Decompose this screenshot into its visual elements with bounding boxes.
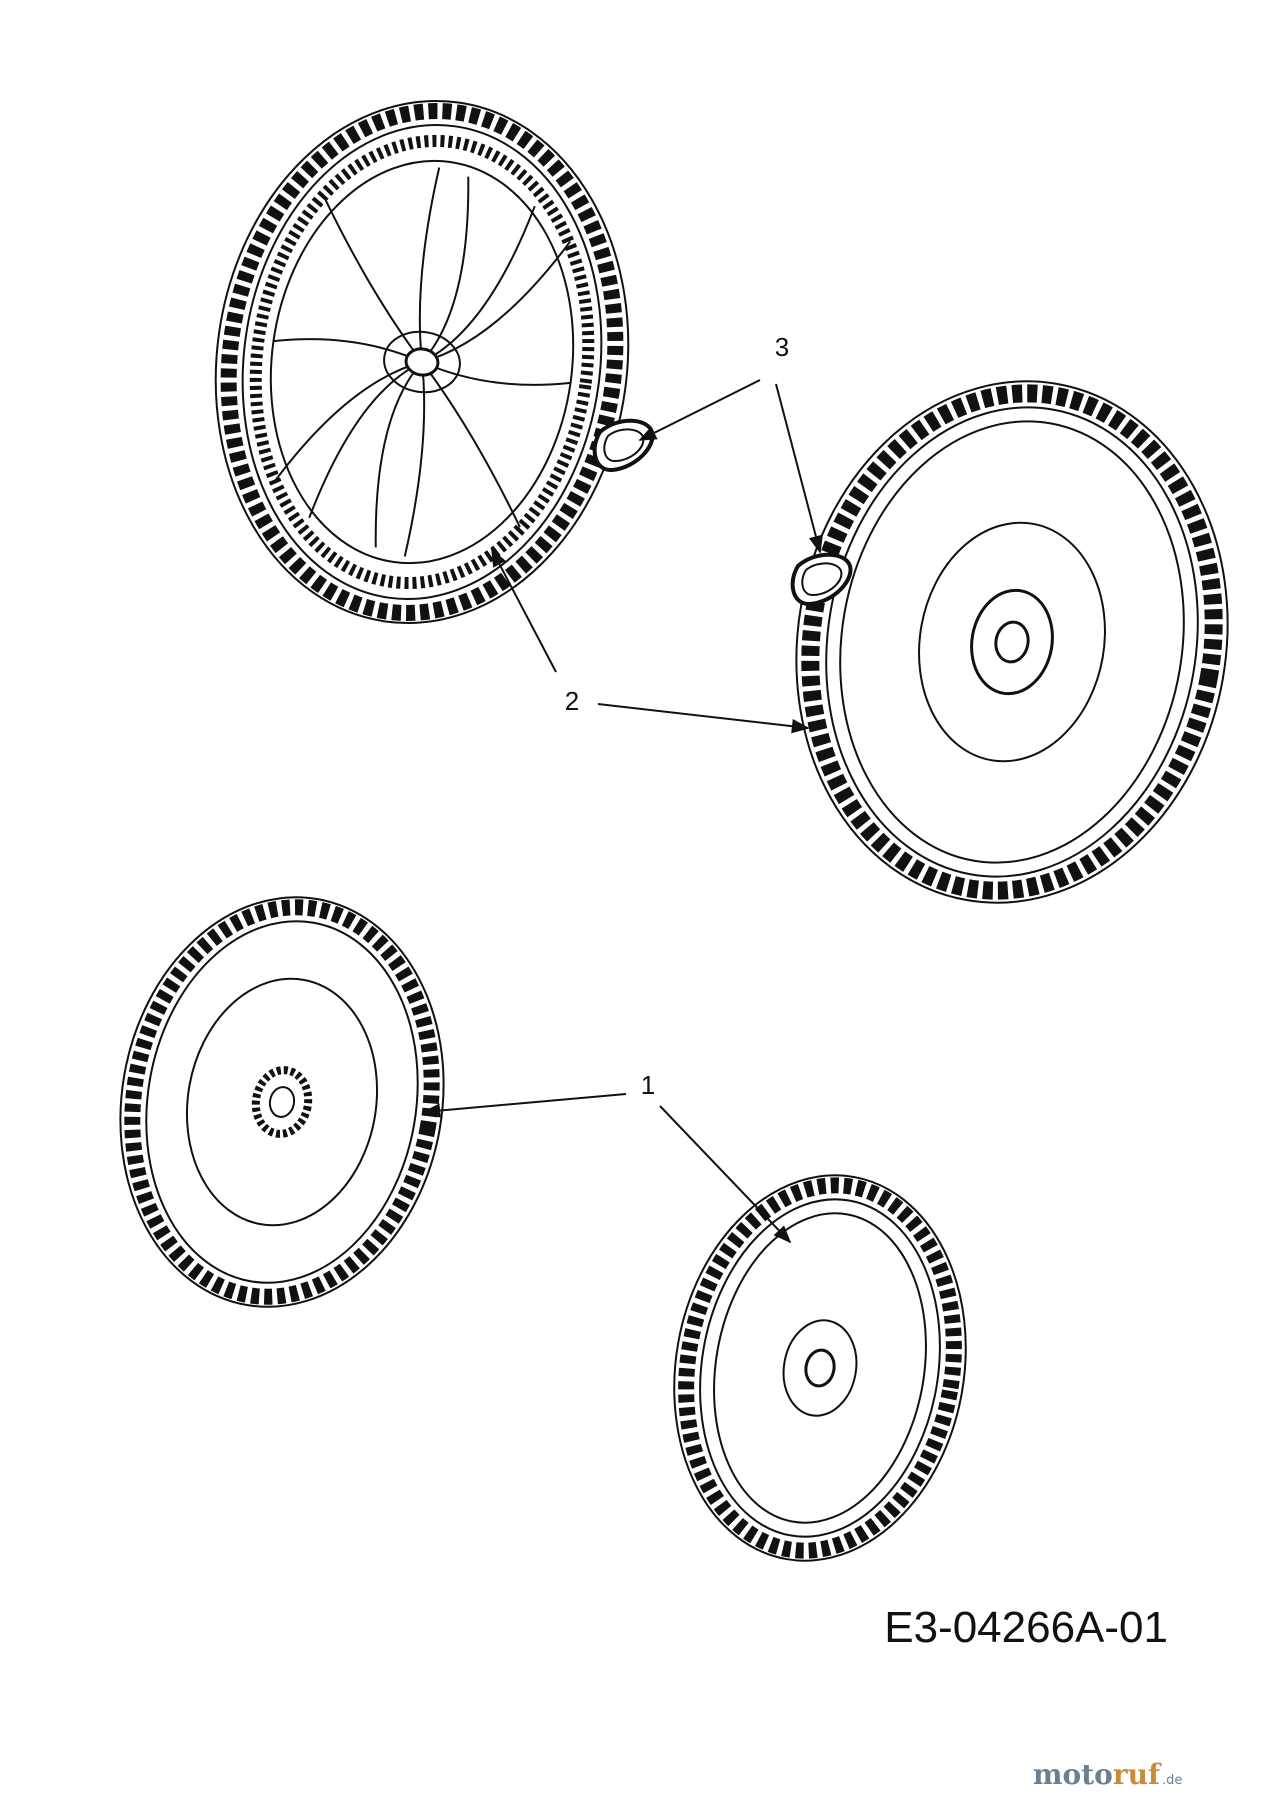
washer-upper-inner (603, 428, 645, 462)
leader-2-to-wheel-top-left (491, 548, 557, 673)
leader-1-to-wheel-lower-left (422, 1093, 627, 1118)
leader-1-to-wheel-lower-right (659, 1105, 792, 1244)
washer-upper (592, 418, 655, 472)
callout-label-3: 3 (775, 332, 789, 362)
wheel-lower-right-slotted (673, 1174, 967, 1562)
watermark-part-a: moto (1033, 1758, 1113, 1791)
motoruf-watermark-logo: motoruf .de (1033, 1758, 1182, 1791)
watermark-suffix: .de (1162, 1773, 1182, 1788)
leader-3-to-washer-upper (638, 379, 761, 441)
watermark-part-b: ruf (1113, 1758, 1162, 1791)
wheel-right-slotted (795, 380, 1229, 904)
leader-2-to-wheel-right (597, 703, 810, 734)
callout-label-1: 1 (641, 1070, 655, 1100)
leader-3-to-washer-lower (775, 383, 823, 554)
svg-text:motoruf: motoruf (1033, 1758, 1162, 1791)
wheel-top-left-geared (214, 99, 630, 625)
washer-lower (790, 552, 853, 606)
drawing-number: E3-04266A-01 (884, 1603, 1168, 1652)
callout-label-2: 2 (565, 686, 579, 716)
washer-lower-inner (801, 562, 843, 596)
wheel-lower-left-sprocket (119, 896, 445, 1308)
